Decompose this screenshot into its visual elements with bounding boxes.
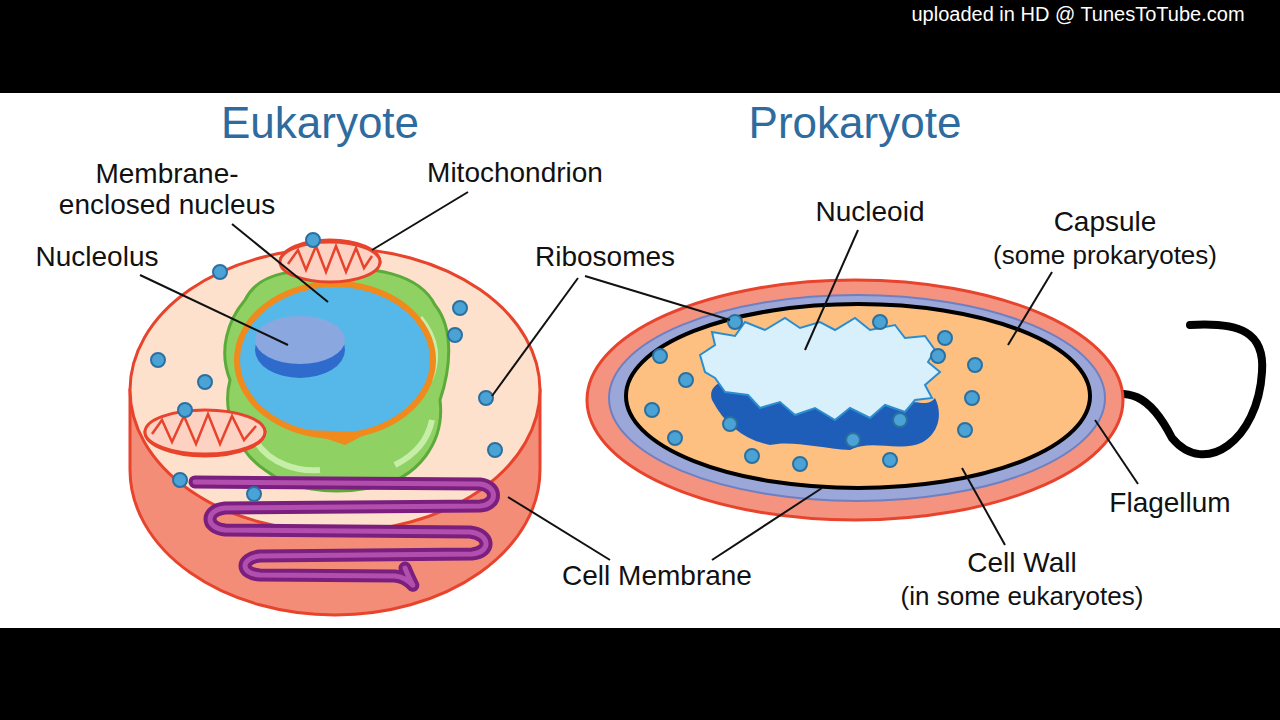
ribosome [173,473,187,487]
capsule [587,280,1123,520]
part-label: Nucleolus [36,241,159,272]
ribosome [453,301,467,315]
cell-type-heading: Eukaryote [221,98,419,147]
ribosome [479,391,493,405]
ribosome [178,403,192,417]
ribosome [846,433,860,447]
top-bar [0,0,1280,93]
mitochondrion [145,410,265,456]
ribosome [679,373,693,387]
leader-line [962,468,1005,545]
leader-line [585,276,730,320]
ribosome [198,375,212,389]
cell-membrane [626,304,1090,488]
ribosome [723,417,737,431]
ribosome [151,353,165,367]
nucleolus-top [255,316,345,364]
ribosome [213,265,227,279]
ribosome [958,423,972,437]
ribosome [873,315,887,329]
part-label: Membrane- enclosed nucleus [45,158,290,221]
leader-line [508,497,610,560]
ribosome [745,449,759,463]
rough-er [195,482,494,585]
ribosome [645,403,659,417]
ribosome [968,358,982,372]
ribosome [893,413,907,427]
ribosome [728,315,742,329]
part-label: Cell Membrane [562,560,752,591]
nucleoid [700,318,940,420]
endoplasmic-reticulum [225,270,449,491]
ribosome [448,328,462,342]
ribosome [793,457,807,471]
part-note: (some prokaryotes) [993,241,1217,270]
ribosome [668,431,682,445]
leader-line [805,230,858,350]
ribosomes [151,233,982,501]
ribosome [247,487,261,501]
leader-line [712,488,822,560]
part-label: Capsule [1054,206,1157,237]
part-label: Mitochondrion [427,157,603,188]
part-note: (in some eukaryotes) [901,582,1144,611]
leader-line [232,224,328,302]
bottom-bar [0,628,1280,720]
watermark: uploaded in HD @ TunesToTube.com [911,3,1244,25]
eukaryote-cell [130,240,540,615]
leader-line [140,275,288,345]
cell-wall [609,295,1105,501]
cell-type-heading: Prokaryote [749,98,962,147]
part-label: Flagellum [1109,487,1230,518]
leader-line [492,278,578,396]
rough-er-inner [195,482,494,585]
prokaryote-cell [587,280,1262,520]
part-label: Nucleoid [816,196,925,227]
part-label: Ribosomes [535,241,675,272]
leader-line [1008,272,1052,345]
nuclear-envelope [300,430,370,445]
nucleus [237,284,433,436]
ribosome [883,453,897,467]
leader-line [1095,420,1138,484]
leader-lines [140,192,1138,560]
leader-line [372,192,468,250]
ribosome [653,349,667,363]
ribosome [965,391,979,405]
part-label: Cell Wall [967,547,1076,578]
ribosome [306,233,320,247]
ribosome [488,443,502,457]
ribosome [938,331,952,345]
ribosome [931,349,945,363]
